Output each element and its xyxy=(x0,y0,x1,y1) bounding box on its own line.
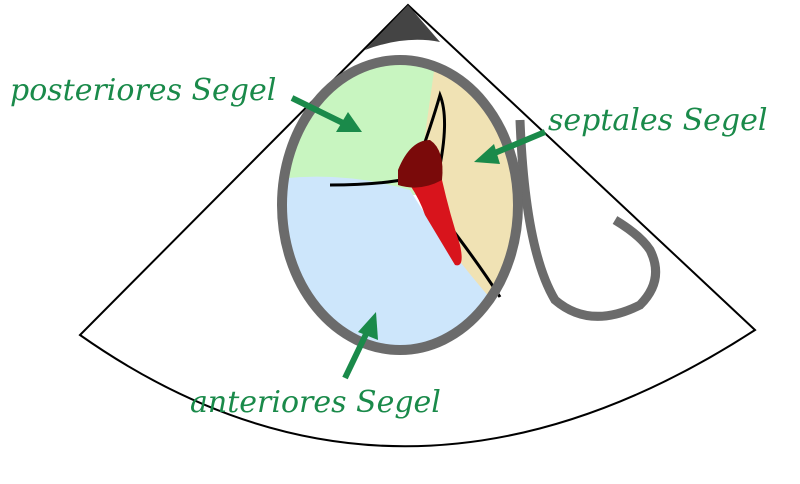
septal-arrow-head xyxy=(474,144,500,164)
regurgitation-origin xyxy=(398,140,443,188)
label-septal-leaflet: septales Segel xyxy=(548,103,767,138)
regurgitation-jet xyxy=(410,173,462,266)
label-anterior-leaflet: anteriores Segel xyxy=(190,385,441,420)
anterior-arrow-head xyxy=(358,312,378,340)
right-chamber-outline xyxy=(515,119,661,321)
tricuspid-annulus xyxy=(277,55,523,355)
posterior-arrow-head xyxy=(336,112,362,132)
posterior-arrow xyxy=(290,95,347,127)
sector-apex xyxy=(365,5,440,50)
label-posterior-leaflet: posteriores Segel xyxy=(10,73,276,108)
anterior-arrow xyxy=(342,328,371,380)
septal-arrow xyxy=(488,129,547,158)
